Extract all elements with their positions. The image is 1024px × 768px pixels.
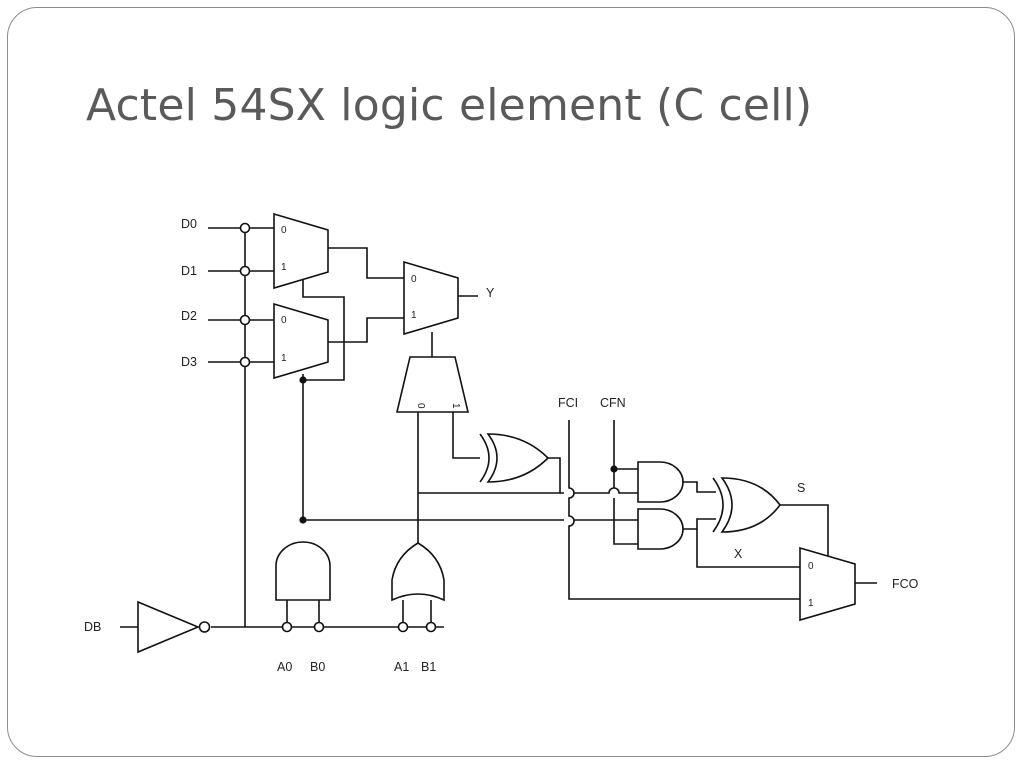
label-y: Y xyxy=(486,286,495,300)
label-d0: D0 xyxy=(181,217,197,231)
junctions xyxy=(239,222,618,633)
and-gate-a0-b0 xyxy=(275,541,331,601)
label-b0: B0 xyxy=(310,660,325,674)
label-d1: D1 xyxy=(181,264,197,278)
and-gate-upper xyxy=(637,461,684,503)
xor-gate-fci xyxy=(479,433,550,483)
mux-fco-pin-1: 1 xyxy=(808,598,814,609)
mux-select-pin-0: 0 xyxy=(415,403,426,409)
mux-d2-d3-pin-1: 1 xyxy=(281,353,287,364)
label-s: S xyxy=(797,481,805,495)
label-cfn: CFN xyxy=(600,396,626,410)
label-db: DB xyxy=(84,620,101,634)
or-gate-a1-b1 xyxy=(391,542,445,602)
label-d3: D3 xyxy=(181,355,197,369)
mux-d2-d3: 0 1 xyxy=(273,302,329,380)
wiring xyxy=(120,227,877,628)
and-gate-lower xyxy=(637,508,684,550)
mux-d0-d1-pin-1: 1 xyxy=(281,262,287,273)
mux-fco: 0 1 xyxy=(799,546,856,622)
slide-title: Actel 54SX logic element (C cell) xyxy=(86,80,813,131)
label-fci: FCI xyxy=(558,396,578,410)
mux-select-pin-1: 1 xyxy=(450,403,461,409)
label-x: X xyxy=(734,547,743,561)
label-b1: B1 xyxy=(421,660,436,674)
mux-y: 0 1 xyxy=(403,260,459,336)
label-fco: FCO xyxy=(892,577,919,591)
mux-d0-d1: 0 1 xyxy=(273,212,329,290)
mux-y-pin-1: 1 xyxy=(411,310,417,321)
mux-select: 0 1 xyxy=(395,356,470,413)
label-d2: D2 xyxy=(181,309,197,323)
mux-d0-d1-pin-0: 0 xyxy=(281,225,287,236)
mux-y-pin-0: 0 xyxy=(411,274,417,285)
db-inverter xyxy=(137,600,211,654)
mux-fco-pin-0: 0 xyxy=(808,561,814,572)
label-a1: A1 xyxy=(394,660,409,674)
mux-d2-d3-pin-0: 0 xyxy=(281,315,287,326)
label-a0: A0 xyxy=(277,660,292,674)
xor-gate-sum xyxy=(712,477,781,533)
